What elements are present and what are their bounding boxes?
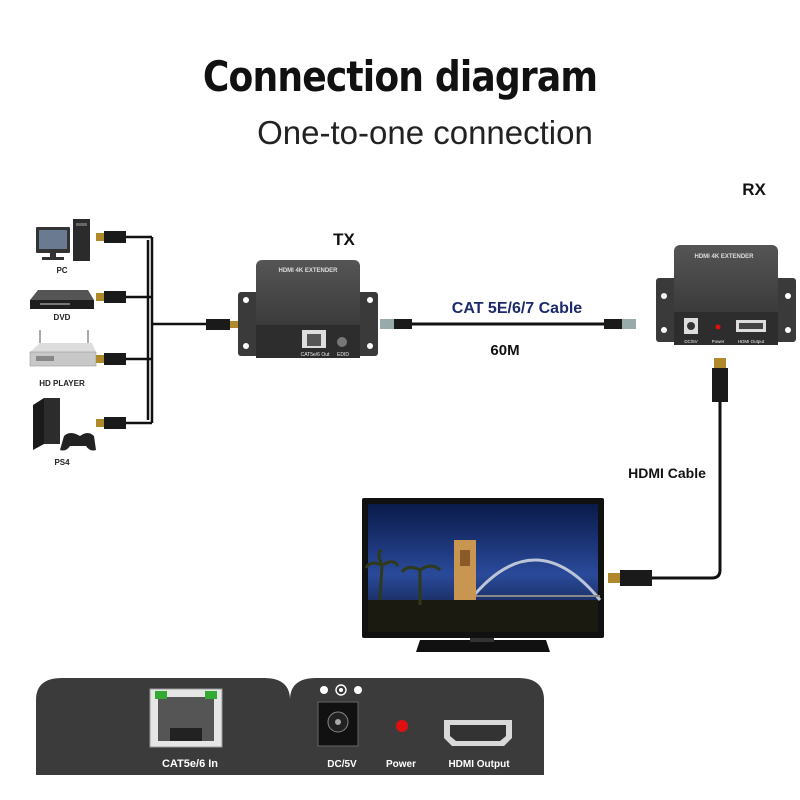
tx-brand: HDMI 4K EXTENDER <box>278 268 338 274</box>
rx-label: RX <box>742 180 766 199</box>
source-label-hd-player: HD PLAYER <box>39 379 85 388</box>
source-label-dvd: DVD <box>54 313 71 322</box>
source-label-pc: PC <box>56 266 67 275</box>
tx-port-label: CAT5e/6 Out <box>301 352 330 358</box>
cat-cable-label: CAT 5E/6/7 Cable <box>452 300 583 317</box>
tx-device <box>238 260 378 358</box>
rx-brand: HDMI 4K EXTENDER <box>694 254 754 260</box>
pc-icon <box>36 219 90 261</box>
closeup-tx-panel <box>36 678 290 775</box>
rx-hdmi-label: HDMI Output <box>738 339 765 344</box>
source-label-ps4: PS4 <box>54 458 70 467</box>
hd-player-icon <box>29 330 97 367</box>
closeup-power-label: Power <box>386 759 416 770</box>
tv-icon <box>362 498 604 652</box>
rx-dc-label: DC/5V <box>684 339 697 344</box>
hdmi-output-cable <box>608 358 728 586</box>
hdmi-plug-icon <box>96 231 238 429</box>
page-title: Connection diagram <box>202 52 598 101</box>
cat-cable <box>380 319 636 329</box>
closeup-rx-panel <box>290 678 544 775</box>
tx-label: TX <box>333 230 355 249</box>
hdmi-cable-label: HDMI Cable <box>628 465 706 481</box>
closeup-hdmi-label: HDMI Output <box>448 759 510 770</box>
dvd-player-icon <box>30 290 94 309</box>
rx-power-label: Power <box>712 339 725 344</box>
tx-edid-label: EDID <box>337 352 349 358</box>
source-hdmi-cables <box>125 235 208 425</box>
closeup-dc-label: DC/5V <box>327 759 357 770</box>
closeup-port-label: CAT5e/6 In <box>162 758 218 770</box>
distance-label: 60M <box>490 342 519 359</box>
rx-device <box>656 245 796 345</box>
page-subtitle: One-to-one connection <box>257 114 593 151</box>
ps4-icon <box>33 398 96 451</box>
